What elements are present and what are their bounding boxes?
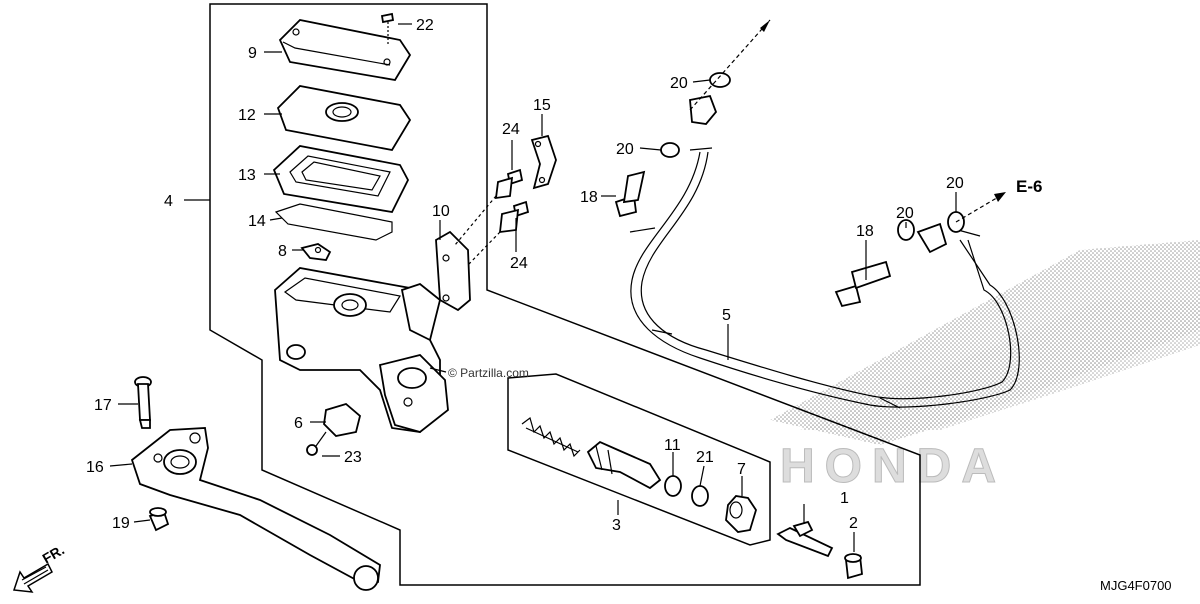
diagram-code: MJG4F0700 — [1100, 578, 1172, 593]
callout-1: 1 — [840, 490, 849, 507]
spring — [521, 416, 581, 458]
front-direction-label: FR. — [40, 541, 68, 566]
switch-screw — [306, 431, 327, 456]
assembly-outline-3 — [507, 373, 771, 546]
rod-cap — [844, 553, 863, 580]
callout-21: 21 — [696, 449, 714, 466]
cap-screw — [380, 12, 395, 44]
callout-12: 12 — [238, 107, 256, 124]
mirror-holder — [435, 230, 471, 312]
banjo-bolt-upper — [614, 170, 646, 218]
callout-6: 6 — [294, 415, 303, 432]
pivot-bolt — [134, 376, 152, 429]
callout-20-mid: 20 — [616, 141, 634, 158]
honda-text-watermark: HONDA — [780, 440, 1006, 493]
diaphragm — [272, 145, 410, 213]
sealing-washer-3 — [897, 219, 915, 241]
brake-hose — [629, 94, 1020, 409]
honda-wing-watermark: HONDA — [770, 240, 1200, 494]
holder-bolt-lower — [467, 200, 530, 266]
callout-18-upper: 18 — [580, 189, 598, 206]
brake-lever — [130, 427, 381, 591]
callout-5: 5 — [722, 307, 731, 324]
callout-10: 10 — [432, 203, 450, 220]
master-cylinder-body — [274, 267, 449, 433]
holder-bolt-upper — [454, 168, 524, 246]
clip — [300, 243, 332, 261]
piston-boot — [725, 495, 757, 533]
piston — [586, 440, 662, 490]
washer-11 — [664, 475, 682, 497]
upper-line-arrow — [689, 19, 771, 111]
pivot-nut — [148, 507, 170, 532]
banjo-bolt-lower — [834, 260, 892, 308]
callout-20-far-right: 20 — [946, 175, 964, 192]
callout-3: 3 — [612, 517, 621, 534]
callout-16: 16 — [86, 459, 104, 476]
callout-9: 9 — [248, 45, 257, 62]
callout-22: 22 — [416, 17, 434, 34]
callout-15: 15 — [533, 97, 551, 114]
reservoir-cap — [278, 19, 412, 81]
sealing-washer-1 — [709, 72, 731, 88]
callout-17: 17 — [94, 397, 112, 414]
callout-13: 13 — [238, 167, 256, 184]
front-direction-arrow: FR. — [12, 541, 68, 593]
assembly-outline-4 — [209, 3, 921, 586]
callout-20-right: 20 — [896, 205, 914, 222]
callout-8: 8 — [278, 243, 287, 260]
callout-7: 7 — [737, 461, 746, 478]
callout-14: 14 — [248, 213, 266, 230]
e6-arrow — [955, 192, 1006, 223]
leader-lines — [109, 23, 957, 552]
brake-switch — [323, 402, 362, 437]
callout-4: 4 — [164, 193, 173, 210]
sealing-washer-2 — [660, 142, 680, 158]
callout-20-top: 20 — [670, 75, 688, 92]
callout-2: 2 — [849, 515, 858, 532]
circlip-21 — [691, 485, 709, 507]
callout-24-lower: 24 — [510, 255, 528, 272]
callout-24-upper: 24 — [502, 121, 520, 138]
rubber-boot — [530, 134, 557, 190]
partzilla-watermark: © Partzilla.com — [448, 366, 529, 380]
callout-11: 11 — [664, 437, 681, 454]
callout-19: 19 — [112, 515, 130, 532]
callout-23: 23 — [344, 449, 362, 466]
callout-18-lower: 18 — [856, 223, 874, 240]
reservoir-plate — [276, 85, 412, 152]
push-rod — [776, 520, 834, 558]
reference-label: E-6 — [1016, 177, 1042, 196]
gasket-ring — [274, 203, 393, 241]
